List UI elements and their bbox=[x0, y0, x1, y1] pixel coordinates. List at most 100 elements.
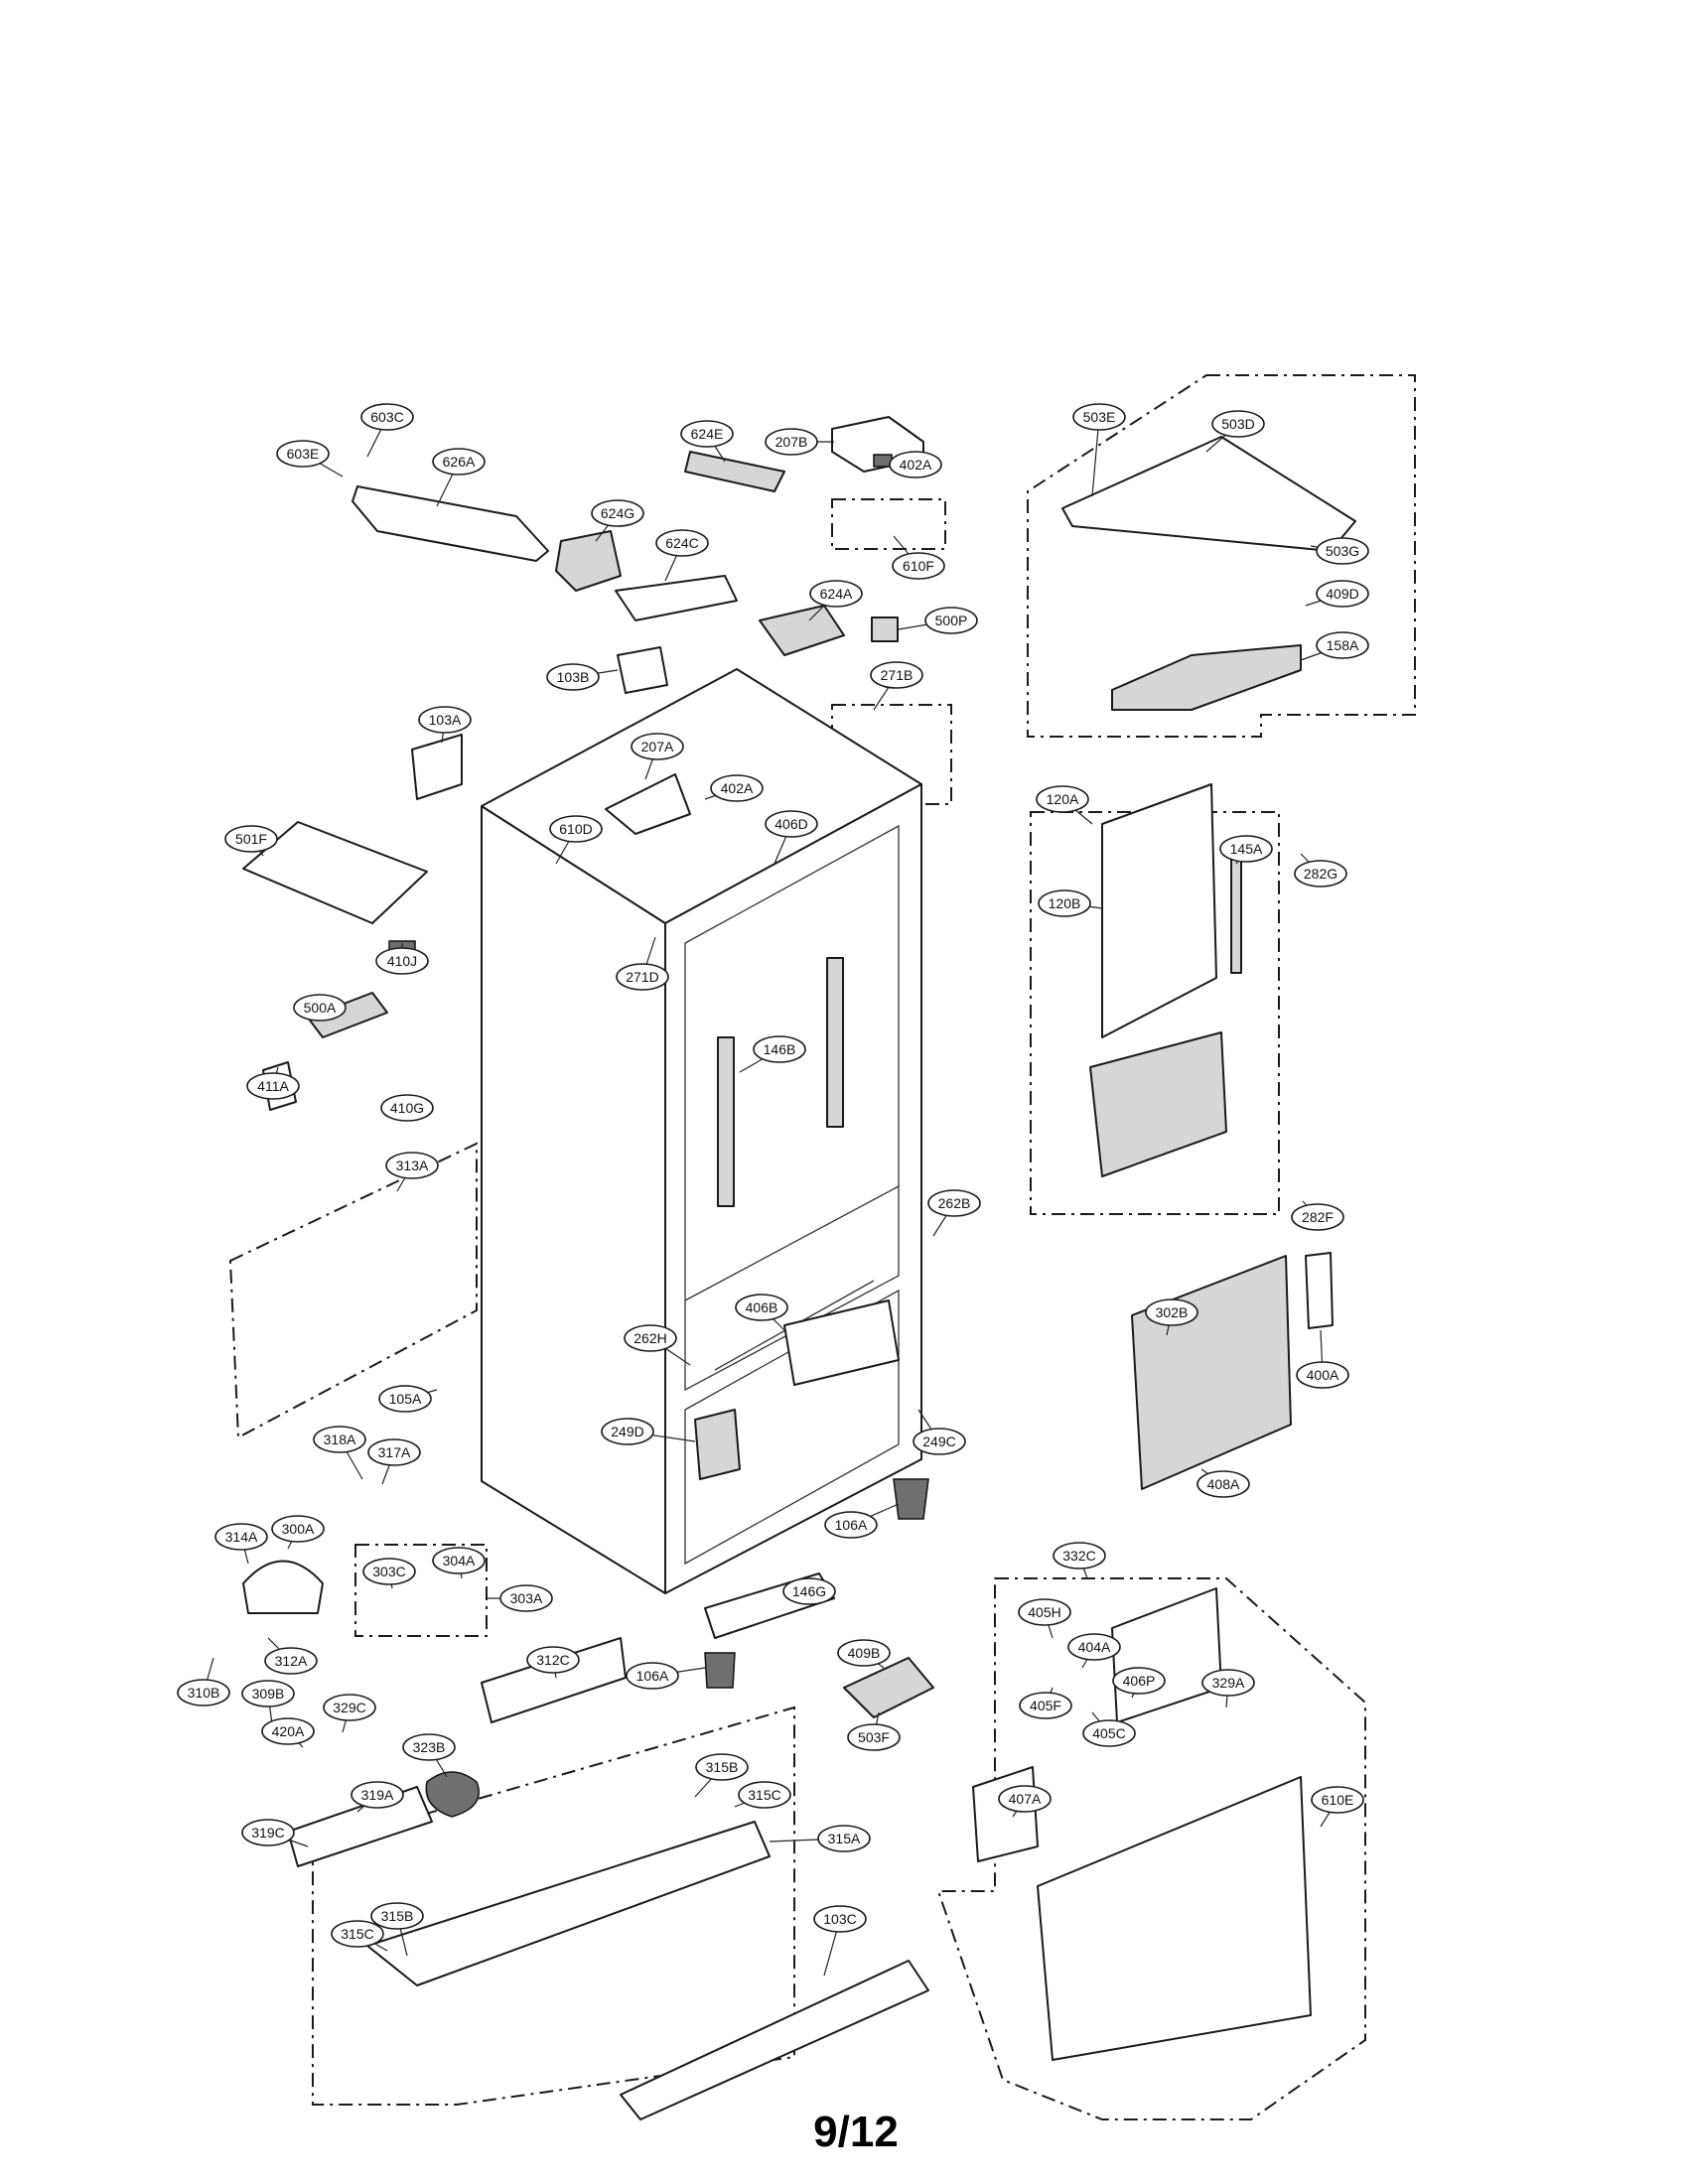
callout-label: 410J bbox=[387, 953, 417, 969]
callout-249C: 249C bbox=[913, 1428, 966, 1455]
part-500P-shape bbox=[871, 616, 899, 642]
part-624E-shape bbox=[684, 451, 785, 492]
callout-406B: 406B bbox=[735, 1294, 788, 1321]
callout-408A: 408A bbox=[1196, 1470, 1250, 1498]
callout-oval bbox=[892, 552, 945, 580]
part-406P-shape bbox=[1111, 1587, 1222, 1723]
part-503E-shape bbox=[1061, 436, 1356, 552]
part-500A-shape bbox=[307, 992, 388, 1038]
callout-332C: 332C bbox=[1053, 1542, 1106, 1570]
callout-318A: 318A bbox=[313, 1426, 366, 1453]
callout-312C: 312C bbox=[526, 1646, 580, 1674]
part-300A-shape bbox=[242, 1560, 324, 1614]
callout-610F: 610F bbox=[892, 552, 945, 580]
callout-410G: 410G bbox=[380, 1094, 434, 1122]
callout-oval bbox=[1219, 835, 1273, 863]
callout-oval bbox=[370, 1902, 424, 1930]
part-103B-shape bbox=[617, 646, 668, 694]
callout-oval bbox=[765, 810, 818, 838]
part-406B-shape bbox=[783, 1299, 900, 1386]
callout-315B_top: 315B bbox=[695, 1753, 749, 1781]
callout-207B: 207B bbox=[765, 428, 818, 456]
callout-label: 282F bbox=[1302, 1209, 1334, 1225]
callout-label: 500P bbox=[935, 613, 968, 628]
callout-312A: 312A bbox=[264, 1647, 318, 1675]
callout-label: 407A bbox=[1009, 1791, 1042, 1807]
callout-label: 408A bbox=[1207, 1476, 1240, 1492]
callout-624G: 624G bbox=[591, 499, 644, 527]
callout-oval bbox=[1053, 1542, 1106, 1570]
part-207A-shape bbox=[605, 773, 691, 835]
callout-label: 302B bbox=[1156, 1304, 1189, 1320]
callout-label: 323B bbox=[413, 1739, 446, 1755]
callout-oval bbox=[889, 451, 942, 478]
callout-oval bbox=[924, 607, 978, 634]
callout-626A: 626A bbox=[432, 448, 486, 476]
callout-oval bbox=[591, 499, 644, 527]
assembly-boundaries bbox=[228, 374, 1416, 2120]
callout-label: 207A bbox=[641, 739, 674, 754]
callout-label: 304A bbox=[443, 1553, 476, 1569]
callout-oval bbox=[680, 420, 734, 448]
callout-label: 503E bbox=[1083, 409, 1116, 425]
callout-label: 610F bbox=[903, 558, 934, 574]
cabinet-right-side bbox=[664, 783, 922, 1594]
callout-oval bbox=[753, 1035, 806, 1063]
callout-158A: 158A bbox=[1316, 631, 1369, 659]
callout-label: 120A bbox=[1047, 791, 1079, 807]
callout-oval bbox=[331, 1920, 384, 1948]
callout-oval bbox=[323, 1694, 376, 1721]
callout-282F: 282F bbox=[1291, 1203, 1344, 1231]
callout-282G: 282G bbox=[1294, 860, 1347, 887]
callout-label: 409D bbox=[1326, 586, 1358, 602]
callout-label: 332C bbox=[1062, 1548, 1095, 1564]
part-158A-shape bbox=[1111, 644, 1302, 711]
callout-label: 624C bbox=[665, 535, 698, 551]
callout-103C: 103C bbox=[813, 1905, 867, 1933]
callout-label: 404A bbox=[1078, 1639, 1111, 1655]
callout-314A: 314A bbox=[214, 1523, 268, 1551]
callout-label: 406B bbox=[746, 1299, 778, 1315]
callout-500A: 500A bbox=[293, 994, 347, 1022]
callout-label: 103A bbox=[429, 712, 462, 728]
callout-label: 402A bbox=[721, 780, 754, 796]
callout-503G: 503G bbox=[1316, 537, 1369, 565]
callout-oval bbox=[809, 580, 863, 608]
callout-label: 314A bbox=[225, 1529, 258, 1545]
callout-624A: 624A bbox=[809, 580, 863, 608]
callout-label: 503D bbox=[1221, 416, 1254, 432]
callout-label: 501F bbox=[235, 831, 267, 847]
callout-oval bbox=[735, 1294, 788, 1321]
part-501F-shape bbox=[242, 821, 428, 924]
callout-label: 315B bbox=[706, 1759, 739, 1775]
callout-label: 146G bbox=[792, 1583, 826, 1599]
callout-label: 317A bbox=[378, 1444, 411, 1460]
callout-oval bbox=[813, 1905, 867, 1933]
callout-oval bbox=[1072, 403, 1126, 431]
callout-oval bbox=[380, 1094, 434, 1122]
callout-label: 262H bbox=[633, 1330, 666, 1346]
part-323B-shape bbox=[425, 1771, 480, 1818]
callout-oval bbox=[1316, 580, 1369, 608]
boundary-610F-harness bbox=[831, 498, 946, 550]
callout-oval bbox=[264, 1647, 318, 1675]
callout-label: 315A bbox=[828, 1831, 861, 1846]
callout-310B: 310B bbox=[177, 1679, 230, 1706]
part-120A-lower-shape bbox=[1089, 1031, 1227, 1177]
callout-oval bbox=[1018, 1598, 1071, 1626]
callout-label: 405F bbox=[1030, 1698, 1061, 1713]
callout-label: 312C bbox=[536, 1652, 569, 1668]
callout-oval bbox=[1019, 1692, 1072, 1719]
callout-624C: 624C bbox=[655, 529, 709, 557]
callout-oval bbox=[1112, 1667, 1166, 1695]
callout-503E: 503E bbox=[1072, 403, 1126, 431]
callout-oval bbox=[1082, 1719, 1136, 1747]
callout-402A_mid: 402A bbox=[710, 774, 764, 802]
callout-oval bbox=[695, 1753, 749, 1781]
callout-oval bbox=[261, 1717, 315, 1745]
callout-oval bbox=[616, 963, 669, 991]
callout-label: 315C bbox=[748, 1787, 780, 1803]
callout-label: 146B bbox=[764, 1041, 796, 1057]
part-400A-shape bbox=[1305, 1252, 1334, 1329]
callout-402A_top: 402A bbox=[889, 451, 942, 478]
